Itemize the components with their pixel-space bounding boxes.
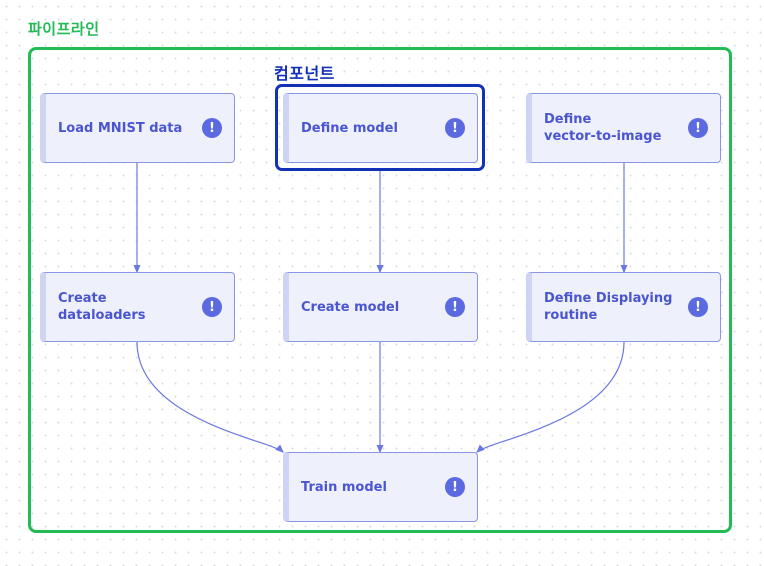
exclamation-icon[interactable]: ! bbox=[445, 297, 465, 317]
node-create-model[interactable]: Create model ! bbox=[283, 272, 478, 342]
pipeline-frame bbox=[28, 47, 732, 533]
node-load-mnist-data[interactable]: Load MNIST data ! bbox=[40, 93, 235, 163]
node-define-displaying-routine[interactable]: Define Displaying routine ! bbox=[526, 272, 721, 342]
node-label: Define model bbox=[301, 120, 398, 136]
exclamation-icon[interactable]: ! bbox=[445, 118, 465, 138]
node-label: Create dataloaders bbox=[58, 291, 146, 323]
component-label: 컴포넌트 bbox=[274, 64, 335, 83]
node-label: Train model bbox=[301, 479, 387, 495]
pipeline-label: 파이프라인 bbox=[28, 20, 100, 38]
node-label: Define vector-to-image bbox=[544, 112, 662, 144]
exclamation-icon[interactable]: ! bbox=[202, 118, 222, 138]
edge-dataloaders-to-train bbox=[136, 341, 284, 453]
exclamation-icon[interactable]: ! bbox=[445, 477, 465, 497]
node-create-dataloaders[interactable]: Create dataloaders ! bbox=[40, 272, 235, 342]
node-label: Create model bbox=[301, 299, 400, 315]
exclamation-icon[interactable]: ! bbox=[202, 297, 222, 317]
node-label: Load MNIST data bbox=[58, 120, 183, 136]
node-label: Define Displaying routine bbox=[544, 291, 673, 323]
exclamation-icon[interactable]: ! bbox=[688, 297, 708, 317]
node-train-model[interactable]: Train model ! bbox=[283, 452, 478, 522]
edge-display-to-train bbox=[476, 341, 625, 453]
component-highlight bbox=[275, 84, 485, 171]
node-define-model[interactable]: Define model ! bbox=[283, 93, 478, 163]
exclamation-icon[interactable]: ! bbox=[688, 118, 708, 138]
node-define-vector-to-image[interactable]: Define vector-to-image ! bbox=[526, 93, 721, 163]
